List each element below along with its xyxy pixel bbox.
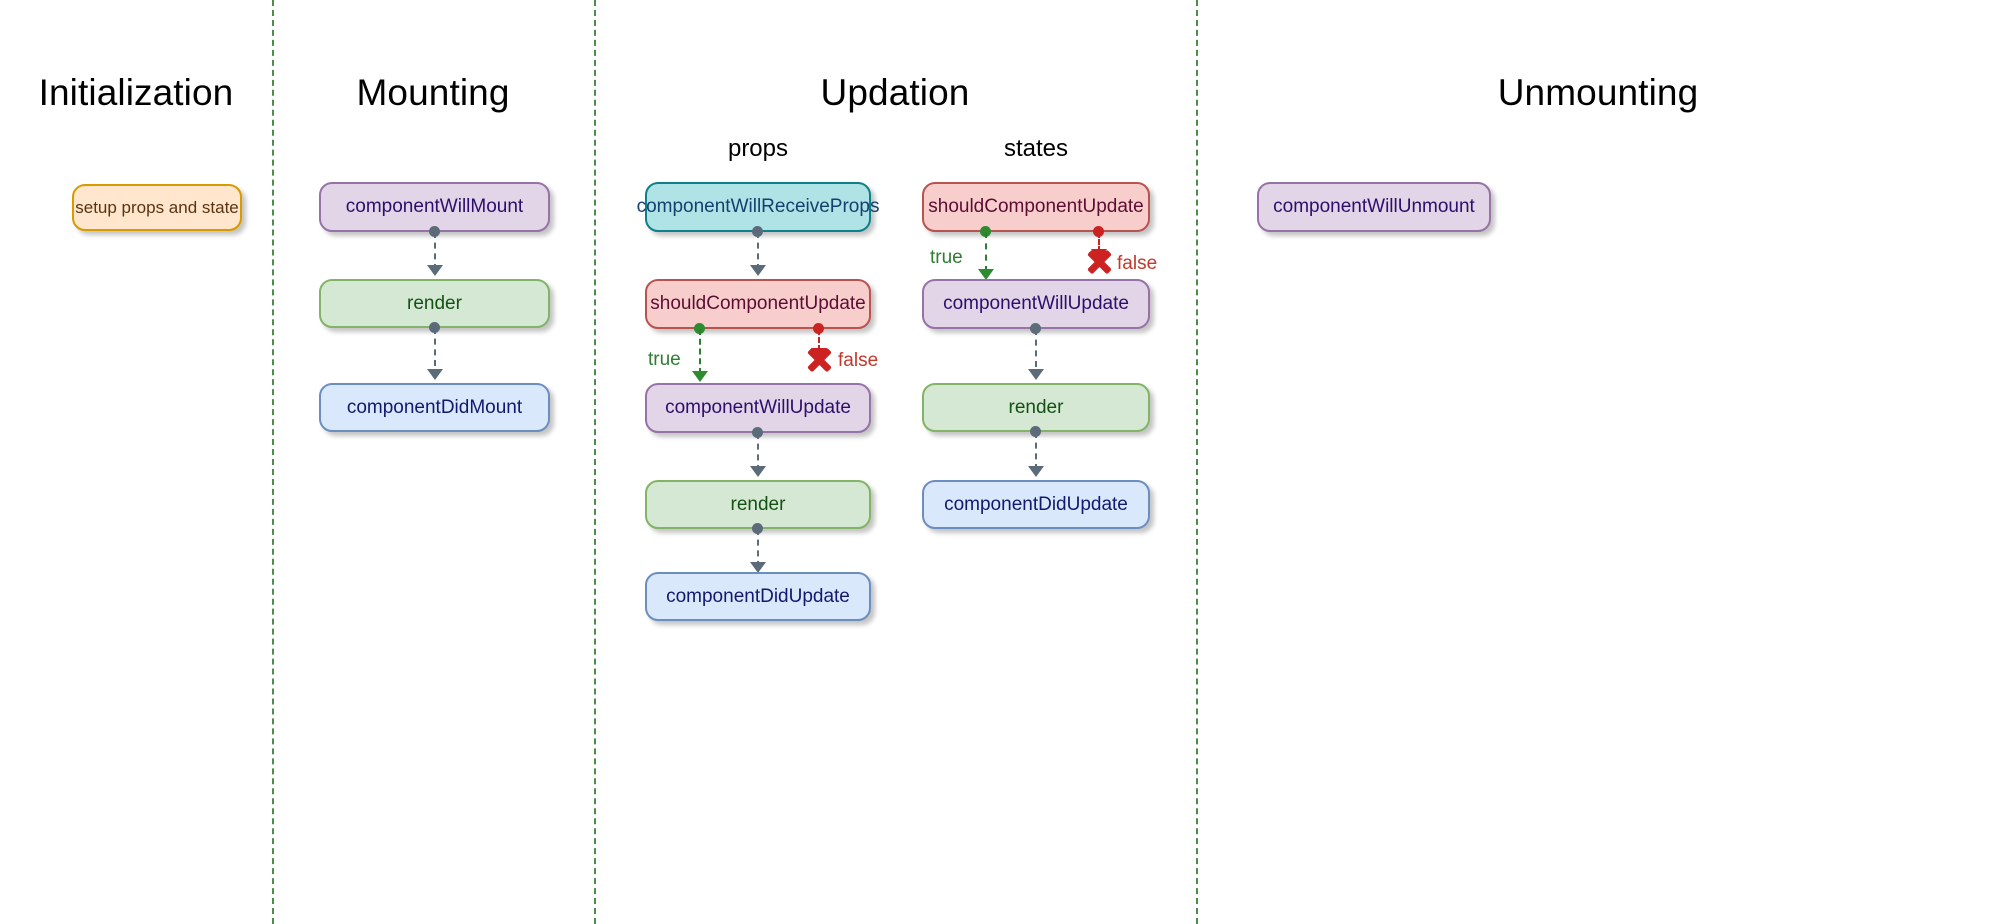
node-setup-props-and-state[interactable]: setup props and state xyxy=(72,184,242,231)
branch-label-props-true: true xyxy=(648,349,681,370)
node-props-render[interactable]: render xyxy=(645,480,871,529)
connector-arrow-states-2 xyxy=(1028,466,1044,477)
connector-dot-props-2 xyxy=(752,427,763,438)
connector-arrow-props-3 xyxy=(750,562,766,573)
branch-dot-props-false xyxy=(813,323,824,334)
phase-title-initialization: Initialization xyxy=(38,72,234,113)
branch-label-states-true: true xyxy=(930,247,963,268)
branch-arrow-props-true xyxy=(692,371,708,382)
node-states-component-will-update[interactable]: componentWillUpdate xyxy=(922,279,1150,329)
node-props-component-will-update[interactable]: componentWillUpdate xyxy=(645,383,871,433)
node-mount-render[interactable]: render xyxy=(319,279,550,328)
branch-label-states-false: false xyxy=(1117,253,1158,274)
connector-dot-mount-2 xyxy=(429,322,440,333)
connector-dot-props-1 xyxy=(752,226,763,237)
node-component-will-receive-props[interactable]: componentWillReceiveProps xyxy=(637,182,879,232)
phase-title-unmounting: Unmounting xyxy=(1497,72,1699,113)
connector-line-states-2 xyxy=(1035,432,1037,470)
connector-dot-states-1 xyxy=(1030,323,1041,334)
connector-line-states-1 xyxy=(1035,329,1037,367)
branch-line-states-true xyxy=(985,232,987,272)
node-props-component-did-update[interactable]: componentDidUpdate xyxy=(645,572,871,621)
branch-dot-props-true xyxy=(694,323,705,334)
blocked-x-icon-states xyxy=(1085,248,1113,276)
blocked-x-icon-props xyxy=(805,346,833,374)
connector-arrow-mount-2 xyxy=(427,369,443,380)
subtitle-props: props xyxy=(727,135,789,162)
subtitle-states: states xyxy=(1003,135,1069,162)
node-props-should-component-update[interactable]: shouldComponentUpdate xyxy=(645,279,871,329)
connector-line-props-2 xyxy=(757,433,759,471)
node-states-should-component-update[interactable]: shouldComponentUpdate xyxy=(922,182,1150,232)
node-states-component-did-update[interactable]: componentDidUpdate xyxy=(922,480,1150,529)
connector-arrow-states-1 xyxy=(1028,369,1044,380)
connector-line-props-3 xyxy=(757,529,759,567)
connector-arrow-props-2 xyxy=(750,466,766,477)
node-component-will-unmount[interactable]: componentWillUnmount xyxy=(1257,182,1491,232)
branch-dot-states-false xyxy=(1093,226,1104,237)
branch-line-props-false xyxy=(818,329,820,351)
divider-mounting-updation xyxy=(594,0,596,924)
phase-title-mounting: Mounting xyxy=(356,72,510,113)
node-component-will-mount[interactable]: componentWillMount xyxy=(319,182,550,232)
connector-arrow-props-1 xyxy=(750,265,766,276)
connector-dot-mount-1 xyxy=(429,226,440,237)
branch-arrow-states-true xyxy=(978,269,994,280)
branch-dot-states-true xyxy=(980,226,991,237)
connector-arrow-mount-1 xyxy=(427,265,443,276)
connector-line-props-1 xyxy=(757,232,759,270)
connector-dot-props-3 xyxy=(752,523,763,534)
divider-initialization-mounting xyxy=(272,0,274,924)
branch-label-props-false: false xyxy=(838,350,879,371)
phase-title-updation: Updation xyxy=(820,72,970,113)
connector-dot-states-2 xyxy=(1030,426,1041,437)
divider-updation-unmounting xyxy=(1196,0,1198,924)
branch-line-props-true xyxy=(699,329,701,374)
node-component-did-mount[interactable]: componentDidMount xyxy=(319,383,550,432)
connector-line-mount-1 xyxy=(434,232,436,270)
connector-line-mount-2 xyxy=(434,328,436,366)
branch-line-states-false xyxy=(1098,232,1100,252)
node-states-render[interactable]: render xyxy=(922,383,1150,432)
